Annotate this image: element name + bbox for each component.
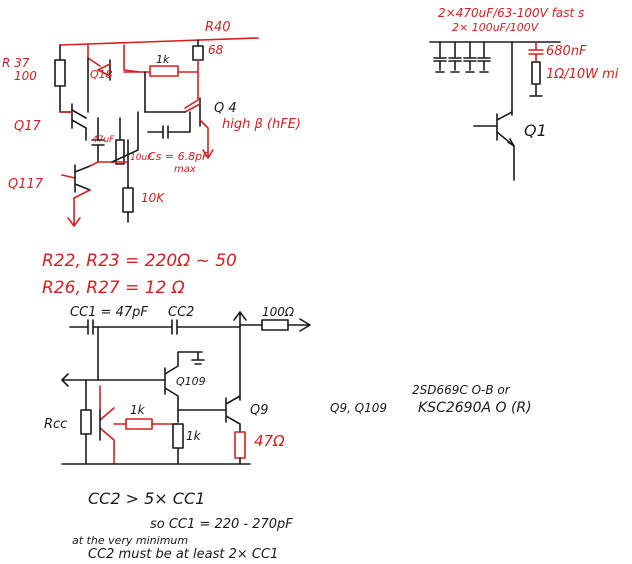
r1k-vertical-resistor [172, 423, 184, 449]
label-r47: 47Ω [254, 432, 285, 450]
r10k-resistor [122, 187, 134, 213]
cap10-body [115, 139, 125, 165]
note-line4: CC2 must be at least 2× CC1 [88, 547, 278, 562]
label-caps-line1: 2×470uF/63-100V fast s [438, 6, 584, 20]
equation-line2: R26, R27 = 12 Ω [42, 278, 185, 298]
r68-resistor [192, 45, 204, 61]
label-r1k-horizontal: 1k [130, 403, 146, 417]
part-note-line1: 2SD669C O-B or [412, 383, 511, 397]
label-q109: Q109 [176, 375, 206, 388]
label-r1-10w: 1Ω/10W mi [546, 67, 619, 82]
r1-10w-resistor [531, 61, 541, 85]
label-r1k-vertical: 1k [186, 429, 202, 443]
label-r1k-top: 1k [156, 53, 170, 66]
label-cc2: CC2 [168, 305, 194, 320]
part-note-prefix: Q9, Q109 [330, 401, 387, 415]
label-cs: Cs = 6.8pF [148, 150, 209, 163]
label-q17: Q17 [14, 119, 42, 134]
top-right-circuit: 2×470uF/63-100V fast s 2× 100uF/100V 680… [429, 6, 619, 181]
label-q117: Q117 [8, 177, 44, 192]
label-q9: Q9 [250, 403, 269, 418]
label-q4: Q 4 [214, 101, 237, 116]
notes: CC2 > 5× CC1 so CC1 = 220 - 270pF at the… [72, 489, 293, 562]
label-r40: R40 [205, 20, 231, 35]
label-q4-note: high β (hFE) [222, 117, 301, 132]
label-r100: 100Ω [262, 305, 295, 319]
label-cs-max: max [174, 164, 196, 175]
label-cap47: 47uF [92, 135, 115, 145]
equation-line1: R22, R23 = 220Ω ~ 50 [42, 251, 237, 271]
label-r68: 68 [208, 43, 224, 57]
top-left-circuit: R40 68 R 37 100 Q18 1k Q17 Q117 47uF 10u… [2, 20, 301, 227]
part-note: 2SD669C O-B or Q9, Q109 KSC2690A O (R) [330, 383, 532, 416]
bottom-circuit: CC1 = 47pF CC2 100Ω Q109 Rcc 1k 1k Q9 47… [44, 305, 311, 465]
label-cap10: 10uF [130, 153, 153, 163]
label-q18: Q18 [90, 68, 113, 81]
label-cc1: CC1 = 47pF [70, 305, 148, 320]
label-r37-value: 100 [14, 69, 37, 83]
label-rcc: Rcc [44, 417, 67, 432]
equations: R22, R23 = 220Ω ~ 50 R26, R27 = 12 Ω [42, 251, 237, 298]
label-r10k: 10K [141, 191, 165, 205]
r1k-horizontal-resistor [125, 418, 153, 430]
note-line2: so CC1 = 220 - 270pF [150, 517, 293, 532]
r37-resistor [54, 59, 66, 87]
rcc-resistor [80, 409, 92, 435]
label-c680: 680nF [546, 44, 587, 59]
r47-resistor [234, 431, 246, 459]
label-caps-line2: 2× 100uF/100V [452, 21, 540, 34]
part-note-line2: KSC2690A O (R) [418, 400, 532, 416]
note-line1: CC2 > 5× CC1 [88, 489, 205, 508]
r1k-top-resistor [149, 65, 179, 77]
note-line3: at the very minimum [72, 534, 188, 547]
r100-resistor [261, 319, 289, 331]
label-q1: Q1 [524, 121, 547, 140]
label-r37: R 37 [2, 56, 30, 70]
